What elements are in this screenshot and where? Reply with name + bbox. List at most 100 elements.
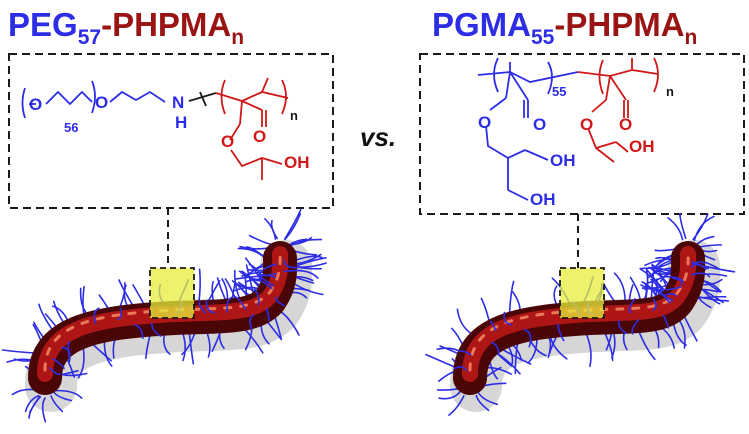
title-left-dash: - <box>101 6 112 43</box>
peg-oxygen-1: O <box>29 95 42 114</box>
right-worm <box>425 213 736 416</box>
pgma-hydroxyl-2: OH <box>530 190 556 209</box>
title-right-block2-dp: n <box>685 26 698 49</box>
left-highlight-square <box>149 267 195 319</box>
stabilizer-chain <box>503 311 513 326</box>
peg-oxygen-2: O <box>95 93 108 112</box>
stabilizer-chain <box>477 392 499 406</box>
title-left-block1: PEG <box>8 6 78 43</box>
right-structure-box <box>419 53 745 215</box>
title-left-block2: PHPMA <box>112 6 231 43</box>
stabilizer-chain <box>664 275 684 282</box>
stabilizer-chain <box>453 366 468 372</box>
hpma-repeat-unit <box>215 77 289 180</box>
stabilizer-chain <box>652 298 657 311</box>
stabilizer-chain <box>198 301 206 314</box>
stabilizer-chain <box>436 387 461 391</box>
stabilizer-chain <box>448 395 465 416</box>
title-left-block1-dp: 57 <box>78 26 101 49</box>
stabilizer-chain <box>691 272 711 278</box>
stabilizer-chain <box>50 395 64 413</box>
stabilizer-chain <box>438 390 462 400</box>
title-right-block2: PHPMA <box>565 6 684 43</box>
stabilizer-chain <box>52 357 65 370</box>
stabilizer-chain <box>253 287 260 306</box>
stabilizer-chain <box>667 217 684 241</box>
stabilizer-chain <box>288 238 308 246</box>
stabilizer-chain <box>274 296 285 307</box>
title-right-block1: PGMA <box>432 6 531 43</box>
right-structure: 55 O O OH OH O O OH n <box>477 57 674 209</box>
peg-repeat-count: 56 <box>64 120 78 135</box>
hpma-ester-oxygen-right: O <box>580 115 593 134</box>
amine-hydrogen: H <box>175 113 187 132</box>
stabilizer-chain <box>67 340 71 361</box>
left-structure: O O 56 N H O O OH n <box>21 77 310 180</box>
stabilizer-chain <box>53 389 83 399</box>
stabilizer-chain <box>258 272 277 277</box>
left-worm-sheen <box>43 248 282 372</box>
stabilizer-chain <box>691 261 706 269</box>
stabilizer-chain <box>662 314 670 329</box>
stabilizer-chain <box>264 218 277 240</box>
hpma-hydroxyl-right: OH <box>629 137 655 156</box>
pgma-carbonyl-oxygen: O <box>533 115 546 134</box>
stabilizer-chain <box>289 238 323 247</box>
left-stabilizer-corona-front <box>49 259 303 376</box>
stabilizer-chain <box>256 279 273 290</box>
pgma-ester-oxygen: O <box>478 113 491 132</box>
stabilizer-chain <box>662 286 682 291</box>
hpma-repeat-unit-right <box>577 57 659 163</box>
stabilizer-chain <box>659 288 671 304</box>
left-worm <box>1 208 327 423</box>
stabilizer-chain <box>631 319 639 335</box>
right-highlight-square <box>559 267 605 319</box>
stabilizer-chain <box>150 322 162 337</box>
stabilizer-chain <box>28 396 42 419</box>
stabilizer-chain <box>283 259 300 269</box>
hpma-ester-oxygen: O <box>221 132 234 151</box>
amine-nitrogen: N <box>172 93 184 112</box>
stabilizer-chain <box>41 397 47 423</box>
title-right: PGMA55-PHPMAn <box>432 6 697 49</box>
title-left: PEG57-PHPMAn <box>8 6 244 49</box>
stabilizer-chain <box>490 341 500 356</box>
stabilizer-chain <box>679 213 687 240</box>
stabilizer-chain <box>696 235 715 245</box>
peg-chain <box>21 80 166 119</box>
stabilizer-chain <box>233 295 247 310</box>
stabilizer-chain <box>259 276 274 287</box>
left-structure-box <box>8 53 334 209</box>
stabilizer-chain <box>672 277 683 286</box>
stabilizer-chain <box>617 320 628 334</box>
title-left-block2-dp: n <box>231 26 244 49</box>
stabilizer-chain <box>248 234 272 245</box>
linker-bonds <box>188 91 217 107</box>
pgma-hydroxyl-1: OH <box>550 151 576 170</box>
stabilizer-chain <box>663 293 677 297</box>
stabilizer-chain <box>693 215 715 242</box>
hpma-repeat-count: n <box>290 108 298 123</box>
stabilizer-chain <box>205 299 216 314</box>
stabilizer-chain <box>557 323 565 342</box>
hpma-carbonyl-oxygen: O <box>253 127 266 146</box>
stabilizer-chain <box>475 394 490 412</box>
stabilizer-chain <box>53 391 73 402</box>
stabilizer-chain <box>249 314 255 330</box>
left-worm-highlight <box>37 246 289 382</box>
stabilizer-chain <box>93 307 100 324</box>
stabilizer-chain <box>265 307 270 322</box>
right-worm-sheen <box>468 248 690 372</box>
stabilizer-chain <box>691 261 709 270</box>
pgma-repeat-count: 55 <box>552 84 566 99</box>
stabilizer-chain <box>197 268 201 306</box>
stabilizer-chain <box>284 212 302 241</box>
stabilizer-chain <box>24 394 40 413</box>
stabilizer-chain <box>523 328 532 348</box>
stabilizer-chain <box>283 269 303 273</box>
title-right-block1-dp: 55 <box>531 26 555 49</box>
stabilizer-chain <box>117 307 123 320</box>
stabilizer-chain <box>134 324 144 339</box>
stabilizer-chain <box>658 292 674 302</box>
